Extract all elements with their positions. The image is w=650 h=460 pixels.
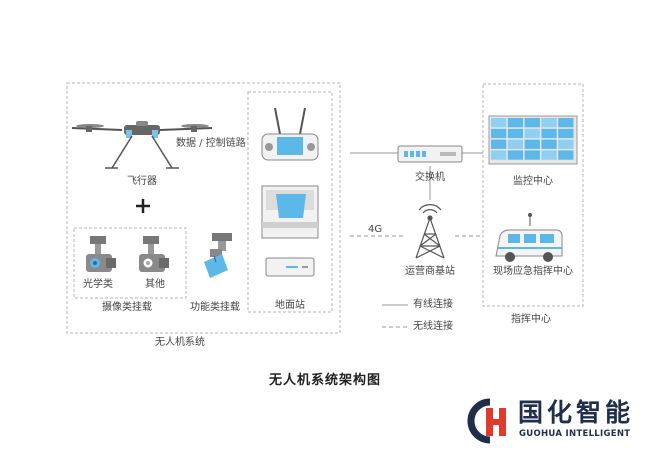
command-center-frame — [482, 83, 584, 307]
uav-system-frame — [66, 82, 341, 334]
ground-station-device-icon — [265, 257, 315, 277]
emergency-center-label: 现场应急指挥中心 — [493, 266, 573, 277]
video-wall-cell — [541, 150, 557, 160]
video-wall-cell — [558, 139, 574, 149]
plus-sign — [136, 199, 150, 213]
other-label: 其他 — [145, 279, 165, 290]
company-logo: 国化智能 GUOHUA INTELLIGENT — [466, 398, 641, 444]
video-wall-cell — [507, 118, 524, 128]
video-wall-cell — [524, 139, 540, 149]
4g-label: 4G — [368, 224, 383, 235]
video-wall-cell — [507, 128, 524, 139]
video-wall-cell — [491, 139, 507, 149]
video-wall-cell — [541, 139, 557, 149]
camera-payload-label: 摄像类挂载 — [102, 302, 152, 313]
video-wall-cell — [558, 118, 574, 128]
uav-system-label: 无人机系统 — [155, 337, 205, 348]
data-link-label: 数据 / 控制链路 — [176, 138, 246, 149]
monitor-center-label: 监控中心 — [513, 176, 553, 187]
optical-camera-icon — [86, 236, 116, 272]
video-wall-cell — [491, 118, 507, 128]
drone-icon — [71, 121, 213, 169]
logo-name-cn: 国化智能 — [518, 398, 635, 427]
aircraft-label: 飞行器 — [127, 176, 157, 187]
legend-wireless-label: 无线连接 — [413, 321, 453, 332]
command-vehicle-icon — [495, 213, 563, 262]
video-wall-cell — [541, 128, 557, 139]
ground-station-frame — [247, 91, 333, 313]
video-wall-cell — [491, 150, 507, 160]
switch-label: 交换机 — [415, 172, 445, 183]
logo-name-en: GUOHUA INTELLIGENT — [519, 429, 631, 439]
switch-icon — [397, 145, 463, 163]
video-wall-icon — [488, 115, 578, 165]
ground-station-laptop-icon — [261, 185, 319, 239]
video-wall-cell — [507, 150, 524, 160]
other-camera-icon — [139, 236, 169, 272]
video-wall-cell — [524, 128, 540, 139]
remote-controller-icon — [261, 107, 319, 161]
video-wall-cell — [491, 128, 507, 139]
video-wall-cell — [524, 118, 540, 128]
logo-mark-icon — [467, 398, 506, 444]
video-wall-cell — [524, 150, 540, 160]
video-wall-cell — [507, 139, 524, 149]
optical-label: 光学类 — [83, 279, 113, 290]
tower-icon — [415, 204, 445, 259]
video-wall-cell — [541, 118, 557, 128]
legend-wired-label: 有线连接 — [413, 299, 453, 310]
video-wall-cell — [558, 128, 574, 139]
function-payload-icon — [204, 233, 232, 278]
command-center-label: 指挥中心 — [511, 314, 551, 325]
diagram-caption: 无人机系统架构图 — [268, 373, 382, 388]
video-wall-cell — [558, 150, 574, 160]
ground-station-label: 地面站 — [275, 300, 305, 311]
carrier-station-label: 运营商基站 — [405, 266, 455, 277]
camera-payload-frame — [73, 227, 187, 299]
function-payload-label: 功能类挂载 — [190, 302, 240, 313]
